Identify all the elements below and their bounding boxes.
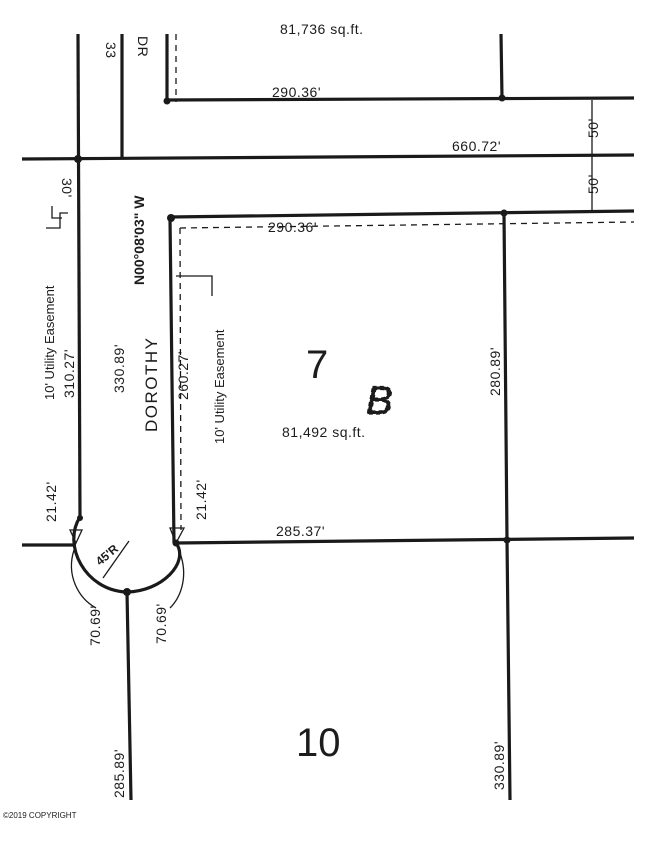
top-lot-bottom-line bbox=[166, 96, 635, 102]
monuments bbox=[74, 94, 511, 596]
monument bbox=[172, 539, 180, 547]
centerline bbox=[21, 153, 635, 161]
road-east-line-lower bbox=[168, 217, 176, 544]
centerline-dim: 660.72' bbox=[452, 138, 501, 154]
bottom-left-dim: 285.89' bbox=[111, 749, 127, 798]
street-fragment-number: 33 bbox=[103, 42, 119, 59]
lot10-number: 10 bbox=[296, 721, 341, 765]
easement-dashes bbox=[175, 34, 635, 531]
lot7-top-easement-dash bbox=[179, 221, 635, 229]
lot7-area: 81,492 sq.ft. bbox=[282, 424, 366, 440]
left-easement-bracket bbox=[46, 212, 68, 229]
left-tangent-tick bbox=[68, 529, 84, 545]
monument bbox=[77, 515, 83, 521]
labels: 81,736 sq.ft. 33 DR 290.36' 50' 50' 660.… bbox=[3, 21, 601, 820]
arc-left-dim: 70.69' bbox=[87, 605, 103, 646]
bearing-label: N00°08'03" W bbox=[131, 195, 147, 285]
arc-right-dim: 70.69' bbox=[153, 603, 169, 644]
lot7-top-dim: 290.36' bbox=[268, 219, 317, 235]
left-short-dim: 30' bbox=[59, 178, 75, 198]
road-west-line bbox=[76, 33, 82, 519]
left-easement-label: 10' Utility Easement bbox=[42, 285, 57, 400]
bottom-right-line bbox=[505, 539, 512, 801]
right-tangent-tick bbox=[169, 527, 186, 545]
monument bbox=[500, 209, 508, 217]
street-fragment-word: DR bbox=[135, 36, 151, 57]
lot7-east-line bbox=[502, 212, 509, 541]
right-tangent-dim: 21.42' bbox=[193, 479, 209, 520]
radius-label: 45'R bbox=[93, 541, 121, 568]
left-easement-tick bbox=[51, 206, 62, 219]
street-name: DOROTHY bbox=[142, 337, 161, 433]
top-partial-text: 81,736 sq.ft. bbox=[280, 21, 364, 37]
lot7-west-dim: 260.27' bbox=[175, 351, 191, 400]
monument bbox=[123, 588, 131, 596]
monument bbox=[503, 536, 511, 544]
monument bbox=[163, 97, 171, 105]
cul-de-sac-arc bbox=[72, 516, 182, 594]
lot7-east-dim: 280.89' bbox=[487, 347, 503, 396]
easement-leader bbox=[176, 275, 213, 296]
lot7-bottom-line bbox=[176, 536, 635, 545]
top-lot-bottom-dim: 290.36' bbox=[272, 84, 321, 100]
left-tangent-dim: 21.42' bbox=[43, 481, 59, 522]
right-easement-label: 10' Utility Easement bbox=[212, 329, 227, 444]
bottom-right-dim: 330.89' bbox=[491, 741, 507, 790]
monument bbox=[498, 94, 506, 102]
monument bbox=[74, 155, 82, 163]
lot7-top-line bbox=[169, 209, 635, 219]
road-width-top-dim: 50' bbox=[585, 118, 601, 138]
road-west-dim: 330.89' bbox=[111, 344, 127, 393]
road-width-bottom-dim: 50' bbox=[585, 174, 601, 194]
left-west-line-dim: 310.27' bbox=[61, 349, 77, 398]
boundary-lines bbox=[21, 33, 635, 801]
monument bbox=[167, 214, 175, 222]
bottom-left-line bbox=[125, 591, 133, 801]
dimension-lines bbox=[46, 100, 593, 609]
lot7-sub: B bbox=[366, 379, 393, 423]
radius-leader bbox=[102, 540, 130, 579]
copyright-watermark: ©2019 COPYRIGHT bbox=[3, 811, 77, 820]
arc-left-leader bbox=[70, 549, 97, 609]
arc-right-leader bbox=[169, 552, 185, 609]
lot7-bottom-dim: 285.37' bbox=[276, 523, 325, 539]
lot7-number: 7 bbox=[306, 343, 328, 387]
top-lot-east-line bbox=[499, 33, 504, 99]
